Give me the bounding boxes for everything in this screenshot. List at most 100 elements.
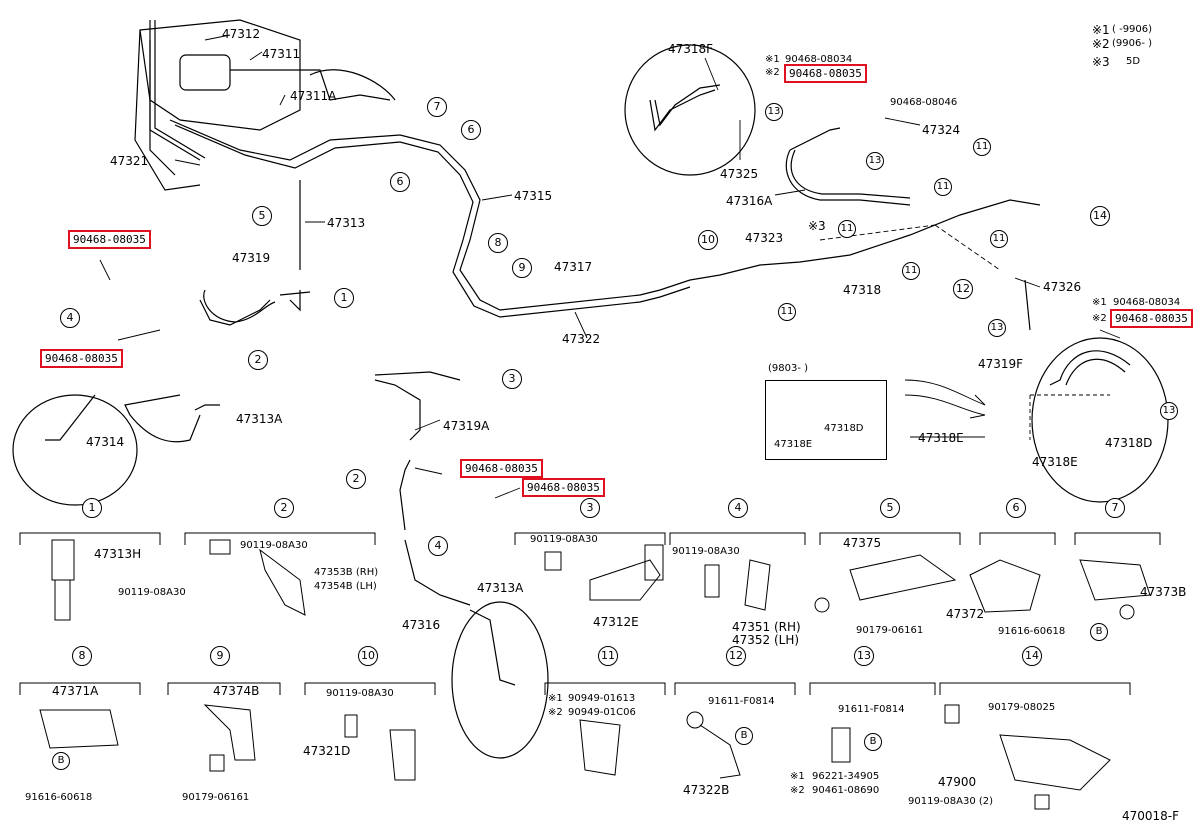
panel-11-note2: ※2 bbox=[548, 707, 563, 718]
part-sketches bbox=[39, 539, 1151, 810]
pn-left-90468-08035-highlight-2[interactable]: 90468-08035 bbox=[40, 349, 123, 368]
panel-12-part-47322b: 47322B bbox=[683, 783, 730, 797]
panel-14-part-47900: 47900 bbox=[938, 775, 977, 789]
callout-11-c[interactable]: 11 bbox=[902, 262, 920, 280]
label-47324: 47324 bbox=[922, 123, 961, 137]
callout-4-b[interactable]: 4 bbox=[428, 536, 448, 556]
label-47313: 47313 bbox=[327, 216, 366, 230]
pn-right-90468-08034: 90468-08034 bbox=[1113, 297, 1181, 308]
panel-2-part-90119: 90119-08A30 bbox=[240, 540, 308, 551]
panel-2-part-47353b: 47353B (RH) bbox=[314, 567, 379, 578]
panel-1-part-47313h: 47313H bbox=[94, 547, 142, 561]
label-47318: 47318 bbox=[843, 283, 882, 297]
callout-13-d[interactable]: 13 bbox=[1160, 402, 1178, 420]
panel-9-part-47374b: 47374B bbox=[213, 684, 260, 698]
detail-circle-top bbox=[624, 44, 756, 176]
label-47316: 47316 bbox=[402, 618, 441, 632]
callout-11-d[interactable]: 11 bbox=[934, 178, 952, 196]
panel-12-callout-b: B bbox=[735, 727, 753, 745]
label-47315: 47315 bbox=[514, 189, 553, 203]
label-47322: 47322 bbox=[562, 332, 601, 346]
callout-11-e[interactable]: 11 bbox=[973, 138, 991, 156]
pn-mid-90468-08035-highlight-1[interactable]: 90468-08035 bbox=[460, 459, 543, 478]
detail-circle-right bbox=[1031, 337, 1169, 503]
sub-panel-brackets bbox=[19, 532, 1161, 695]
callout-11-f[interactable]: 11 bbox=[990, 230, 1008, 248]
label-47316a: 47316A bbox=[726, 194, 773, 208]
panel-10-part-47321d: 47321D bbox=[303, 744, 351, 758]
detail-circle-left bbox=[12, 394, 138, 506]
callout-6-b[interactable]: 6 bbox=[461, 120, 481, 140]
panel-4-number: 4 bbox=[728, 498, 748, 518]
callout-13-c[interactable]: 13 bbox=[988, 319, 1006, 337]
panel-7-part-91616: 91616-60618 bbox=[998, 626, 1066, 637]
label-47326: 47326 bbox=[1043, 280, 1082, 294]
panel-8-part-91616: 91616-60618 bbox=[25, 792, 93, 803]
callout-6[interactable]: 6 bbox=[390, 172, 410, 192]
callout-2[interactable]: 2 bbox=[248, 350, 268, 370]
panel-13-part-90461: 90461-08690 bbox=[812, 785, 880, 796]
panel-8-number: 8 bbox=[72, 646, 92, 666]
pn-right-note1: ※1 bbox=[1092, 297, 1107, 308]
panel-14-part-90119: 90119-08A30 (2) bbox=[908, 796, 994, 807]
panel-7-number: 7 bbox=[1105, 498, 1125, 518]
callout-12[interactable]: 12 bbox=[953, 279, 973, 299]
panel-3-part-47312e: 47312E bbox=[593, 615, 639, 629]
label-47314: 47314 bbox=[86, 435, 125, 449]
note-2-mark: ※2 bbox=[1092, 37, 1110, 51]
panel-11-note1: ※1 bbox=[548, 693, 563, 704]
callout-7[interactable]: 7 bbox=[427, 97, 447, 117]
panel-1-part-90119: 90119-08A30 bbox=[118, 587, 186, 598]
callout-11-a[interactable]: 11 bbox=[838, 220, 856, 238]
pn-top-90468-08035-highlight[interactable]: 90468-08035 bbox=[784, 64, 867, 83]
callout-14[interactable]: 14 bbox=[1090, 206, 1110, 226]
label-47318e-right-2: 47318E bbox=[1032, 455, 1078, 469]
callout-10[interactable]: 10 bbox=[698, 230, 718, 250]
callout-13-a[interactable]: 13 bbox=[765, 103, 783, 121]
pn-left-90468-08035-highlight-1[interactable]: 90468-08035 bbox=[68, 230, 151, 249]
callout-9[interactable]: 9 bbox=[512, 258, 532, 278]
label-47313a: 47313A bbox=[236, 412, 283, 426]
callout-2-b[interactable]: 2 bbox=[346, 469, 366, 489]
panel-8-callout-b: B bbox=[52, 752, 70, 770]
label-47311: 47311 bbox=[262, 47, 301, 61]
main-brake-lines bbox=[45, 134, 1041, 686]
label-47313a-bottom: 47313A bbox=[477, 581, 524, 595]
panel-13-part-96221: 96221-34905 bbox=[812, 771, 880, 782]
inset-9803-box bbox=[765, 380, 887, 460]
rear-hoses bbox=[649, 84, 1131, 386]
callout-4[interactable]: 4 bbox=[60, 308, 80, 328]
label-47312: 47312 bbox=[222, 27, 261, 41]
pn-top-note1: ※1 bbox=[765, 54, 780, 65]
panel-9-part-90179: 90179-06161 bbox=[182, 792, 250, 803]
callout-11-b[interactable]: 11 bbox=[778, 303, 796, 321]
panel-9-number: 9 bbox=[210, 646, 230, 666]
panel-3-part-90119: 90119-08A30 bbox=[530, 534, 598, 545]
callout-13-b[interactable]: 13 bbox=[866, 152, 884, 170]
pn-mid-90468-08035-highlight-2[interactable]: 90468-08035 bbox=[522, 478, 605, 497]
panel-5-number: 5 bbox=[880, 498, 900, 518]
panel-14-part-90179: 90179-08025 bbox=[988, 702, 1056, 713]
panel-7-callout-b: B bbox=[1090, 623, 1108, 641]
pn-right-90468-08035-highlight[interactable]: 90468-08035 bbox=[1110, 309, 1193, 328]
callout-8[interactable]: 8 bbox=[488, 233, 508, 253]
inset-part-47318d: 47318D bbox=[824, 423, 864, 434]
panel-2-number: 2 bbox=[274, 498, 294, 518]
note-3-mark: ※3 bbox=[1092, 55, 1110, 69]
label-47325: 47325 bbox=[720, 167, 759, 181]
inset-part-47318e: 47318E bbox=[774, 439, 813, 450]
callout-1[interactable]: 1 bbox=[334, 288, 354, 308]
label-47323: 47323 bbox=[745, 231, 784, 245]
panel-4-part-47352: 47352 (LH) bbox=[732, 633, 800, 647]
callout-5[interactable]: 5 bbox=[252, 206, 272, 226]
pn-top-note2: ※2 bbox=[765, 67, 780, 78]
panel-5-part-90179: 90179-06161 bbox=[856, 625, 924, 636]
label-47311a: 47311A bbox=[290, 89, 337, 103]
pn-90468-08046: 90468-08046 bbox=[890, 97, 958, 108]
callout-3[interactable]: 3 bbox=[502, 369, 522, 389]
inset-title: (9803- ) bbox=[768, 363, 809, 374]
panel-7-part-47373b: 47373B bbox=[1140, 585, 1187, 599]
panel-13-number: 13 bbox=[854, 646, 874, 666]
panel-13-note2: ※2 bbox=[790, 785, 805, 796]
